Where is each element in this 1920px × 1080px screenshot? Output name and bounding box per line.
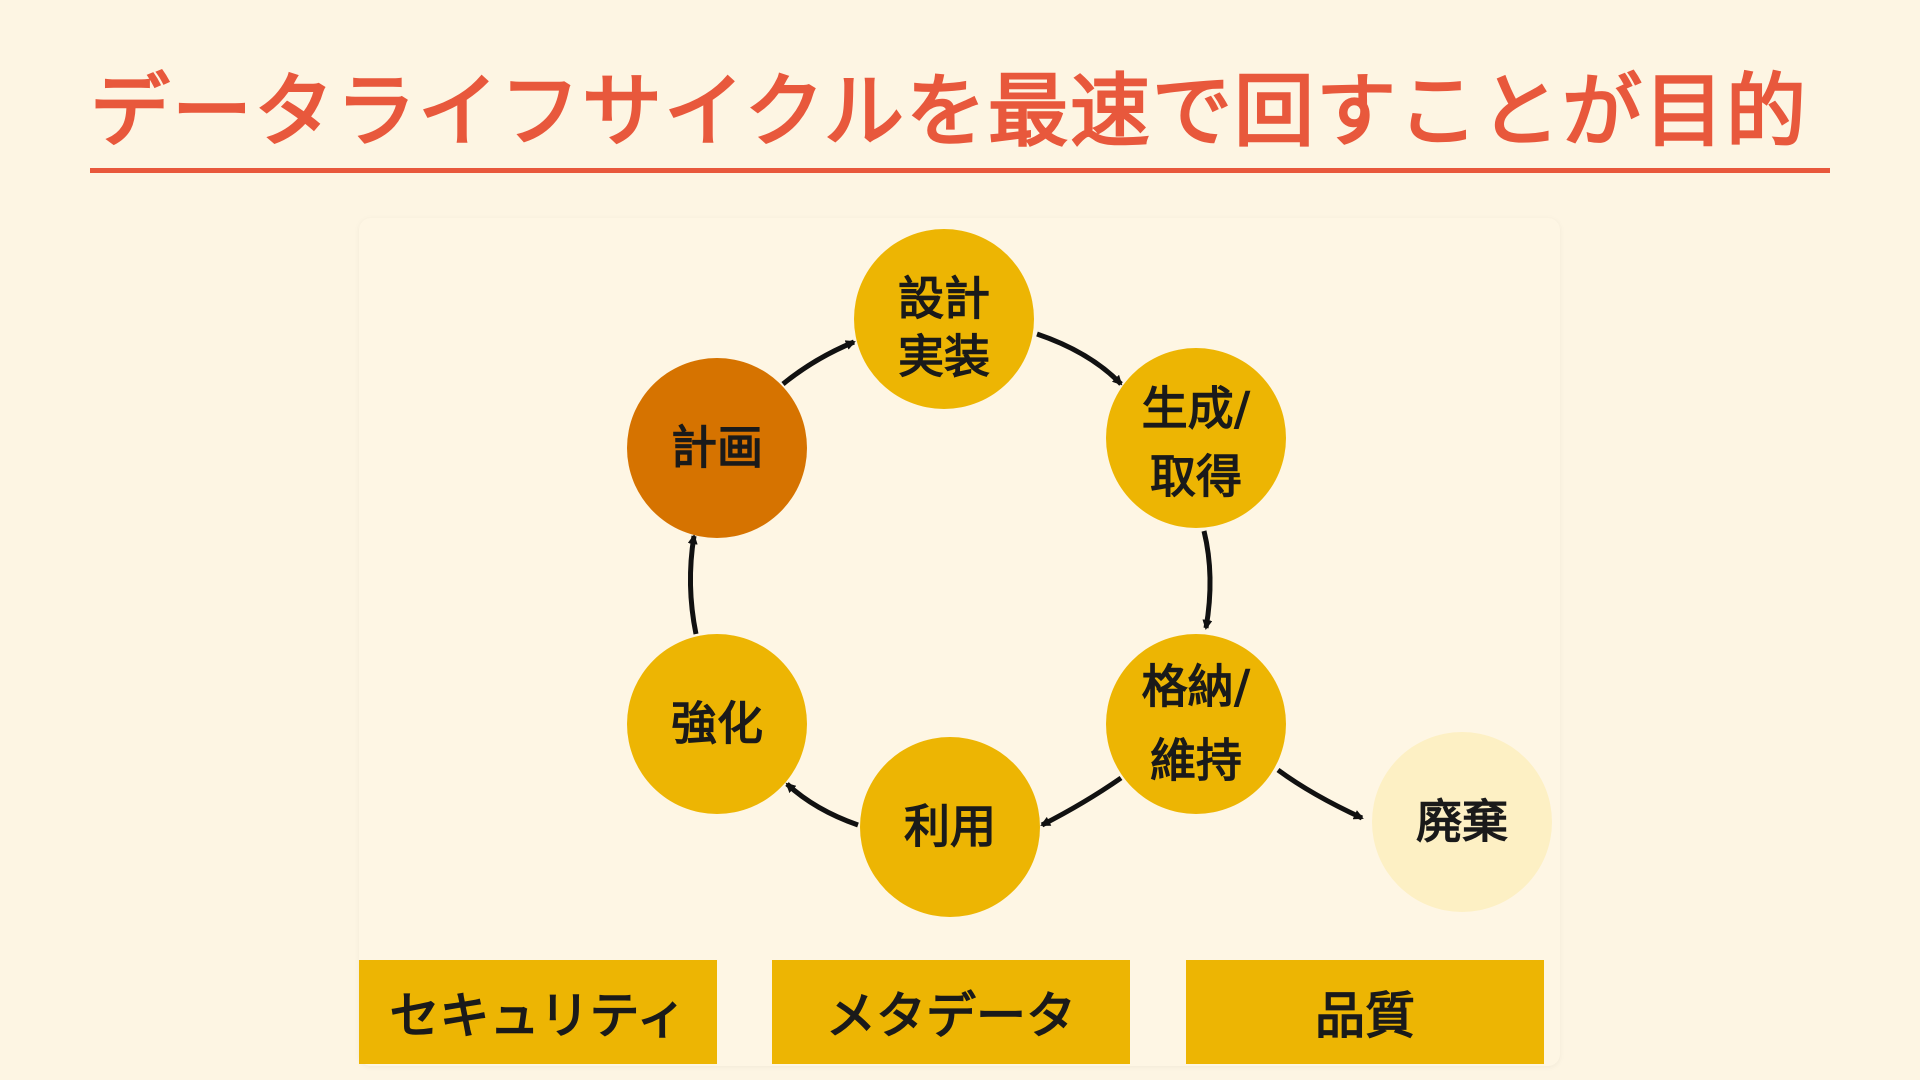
svg-text:取得: 取得 <box>1150 450 1242 504</box>
node-generate-acquire: 生成/ 取得 <box>1106 348 1286 528</box>
foundation-label: 品質 <box>1315 987 1415 1045</box>
node-dispose: 廃棄 <box>1372 732 1552 912</box>
node-circle <box>1372 732 1552 912</box>
arrow-enhance-to-plan <box>687 534 699 635</box>
node-circle <box>1106 348 1286 528</box>
node-plan: 計画 <box>627 358 807 538</box>
foundation-metadata: メタデータ <box>772 960 1130 1064</box>
node-store-maintain: 格納/ 維持 <box>1106 634 1286 814</box>
foundation-label: メタデータ <box>826 987 1076 1045</box>
arrow-generate-to-store <box>1201 530 1213 630</box>
foundation-quality: 品質 <box>1186 960 1544 1064</box>
arrow-design-to-generate <box>1036 331 1123 386</box>
svg-text:格納/: 格納/ <box>1142 660 1251 714</box>
arrow-store-to-use <box>1040 775 1123 828</box>
svg-text:実装: 実装 <box>898 330 990 384</box>
arrow-use-to-enhance <box>785 782 859 828</box>
svg-text:強化: 強化 <box>671 697 763 751</box>
node-design-implement: 設計 実装 <box>854 229 1034 409</box>
node-circle <box>1106 634 1286 814</box>
svg-text:設計: 設計 <box>898 272 990 326</box>
page-title: データライフサイクルを最速で回すことが目的 <box>90 65 1808 158</box>
foundation-label: セキュリティ <box>389 987 687 1045</box>
node-circle <box>627 358 807 538</box>
svg-text:廃棄: 廃棄 <box>1416 795 1508 849</box>
svg-text:生成/: 生成/ <box>1142 382 1251 436</box>
foundation-security: セキュリティ <box>359 960 717 1064</box>
node-circle <box>854 229 1034 409</box>
arrow-store-to-dispose <box>1276 767 1364 821</box>
node-enhance: 強化 <box>627 634 807 814</box>
svg-text:利用: 利用 <box>904 800 996 854</box>
title-underline <box>90 168 1830 173</box>
svg-text:維持: 維持 <box>1150 734 1242 788</box>
arrow-plan-to-design <box>781 339 856 386</box>
node-use: 利用 <box>860 737 1040 917</box>
svg-text:計画: 計画 <box>671 421 763 475</box>
node-circle <box>627 634 807 814</box>
node-circle <box>860 737 1040 917</box>
